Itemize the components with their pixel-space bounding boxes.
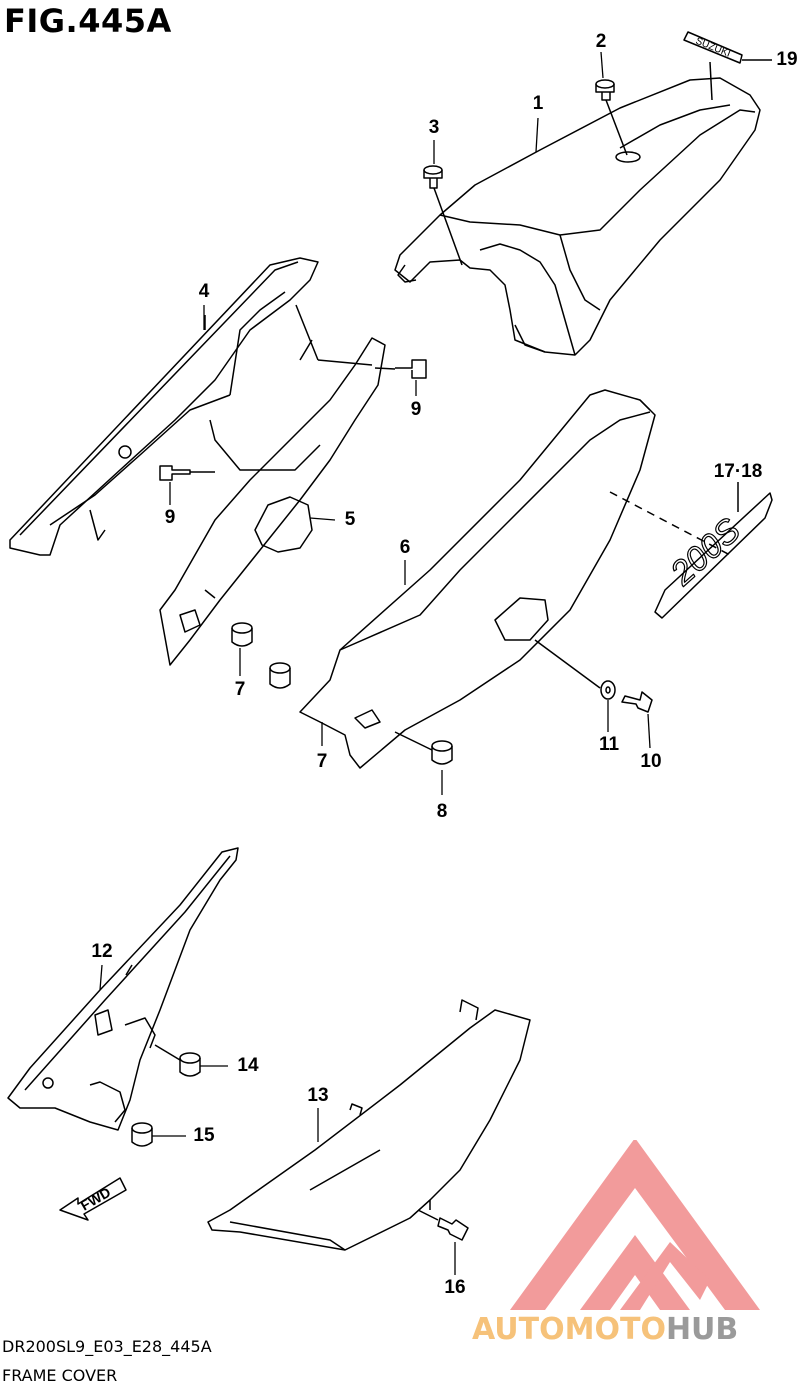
callout-2: 2 xyxy=(595,31,607,52)
callout-19: 19 xyxy=(776,49,798,70)
figure-code: DR200SL9_E03_E28_445A xyxy=(2,1337,212,1356)
figure-name: FRAME COVER xyxy=(2,1366,118,1385)
part-7-grommet-b xyxy=(269,662,291,689)
callout-6: 6 xyxy=(399,537,411,558)
part-8-grommet xyxy=(394,731,453,765)
callout-4: 4 xyxy=(198,281,210,302)
watermark-text-part1: AUTOMOTO xyxy=(472,1312,666,1347)
callout-7-right: 7 xyxy=(316,751,328,772)
callout-10: 10 xyxy=(640,751,662,772)
part-12-lower-bracket xyxy=(7,847,239,1131)
part-5-bracket xyxy=(159,304,386,666)
part-11-washer xyxy=(600,680,616,700)
emblem-text: SUZUKI xyxy=(694,36,732,60)
part-19-emblem: SUZUKI xyxy=(683,31,772,101)
part-6-side-cover xyxy=(299,389,656,769)
callout-17-18: 17·18 xyxy=(713,461,763,482)
callout-8: 8 xyxy=(436,801,448,822)
callout-15: 15 xyxy=(193,1125,215,1146)
part-13-lower-cover xyxy=(207,999,531,1251)
part-10-bolt xyxy=(534,639,653,713)
watermark-text-part2: HUB xyxy=(665,1312,739,1347)
part-14-grommet xyxy=(154,1044,201,1077)
callout-9-lower: 9 xyxy=(164,507,176,528)
callout-13: 13 xyxy=(307,1085,329,1106)
part-4-frame-rail xyxy=(9,257,321,556)
part-2-bolt xyxy=(595,79,628,156)
fwd-arrow: FWD xyxy=(59,1177,127,1221)
part-9-bolt-upper xyxy=(374,359,427,379)
part-17-18-side-decal: 200S xyxy=(609,482,773,619)
callout-5: 5 xyxy=(344,509,356,530)
figure-title: FIG.445A xyxy=(4,2,172,40)
part-7-grommet-a xyxy=(231,622,253,647)
watermark-triangle-icon xyxy=(510,1140,760,1310)
part-9-bolt-lower xyxy=(159,465,215,481)
callout-7-left: 7 xyxy=(234,679,246,700)
part-3-bolt xyxy=(423,165,463,266)
callout-9-upper: 9 xyxy=(410,399,422,420)
part-1-tail-cover xyxy=(394,77,761,356)
callout-14: 14 xyxy=(237,1055,259,1076)
leader-lines xyxy=(99,51,651,1275)
fwd-label: FWD xyxy=(78,1184,114,1214)
callout-3: 3 xyxy=(428,117,440,138)
callout-16: 16 xyxy=(444,1277,466,1298)
callout-12: 12 xyxy=(91,941,113,962)
watermark-logo xyxy=(510,1140,760,1310)
part-16-screw xyxy=(417,1209,469,1241)
callout-1: 1 xyxy=(532,93,544,114)
part-15-grommet xyxy=(131,1122,153,1147)
watermark-text: AUTOMOTOHUB xyxy=(472,1312,738,1347)
callout-11: 11 xyxy=(598,734,620,755)
